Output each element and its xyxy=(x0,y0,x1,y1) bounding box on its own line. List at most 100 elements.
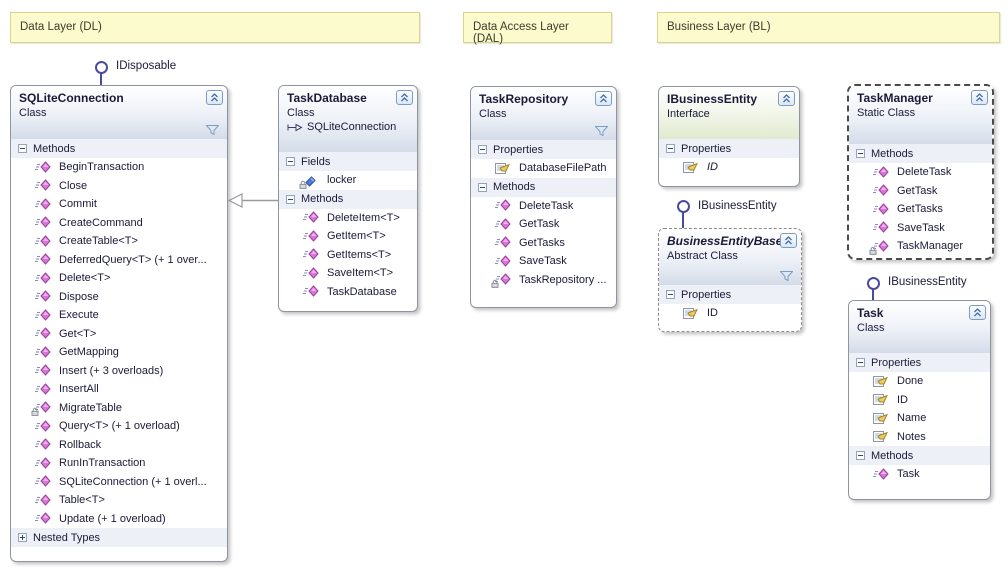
section-label: Properties xyxy=(871,356,922,369)
member-row[interactable]: Close xyxy=(11,177,227,196)
member-row[interactable]: SaveTask xyxy=(471,252,616,271)
expander-minus-icon[interactable] xyxy=(666,290,675,299)
member-row[interactable]: GetTask xyxy=(471,215,616,234)
class-box-businessentitybase[interactable]: BusinessEntityBase Abstract Class Proper… xyxy=(658,228,802,332)
member-row[interactable]: Name xyxy=(849,409,990,428)
member-row[interactable]: Task xyxy=(849,465,990,484)
member-row[interactable]: CreateTable<T> xyxy=(11,232,227,251)
member-label: Execute xyxy=(59,309,99,322)
member-row[interactable]: SQLiteConnection (+ 1 overl... xyxy=(11,473,227,492)
collapse-chevron-icon[interactable] xyxy=(206,90,223,105)
method-icon xyxy=(495,199,511,212)
member-row[interactable]: SaveItem<T> xyxy=(279,264,417,283)
member-row[interactable]: GetItems<T> xyxy=(279,246,417,265)
expander-minus-icon[interactable] xyxy=(478,182,487,192)
method-icon xyxy=(873,184,889,197)
expander-plus-icon[interactable] xyxy=(18,533,27,542)
collapse-chevron-icon[interactable] xyxy=(780,233,797,248)
section-header-fields: Fields xyxy=(279,152,417,171)
expander-minus-icon[interactable] xyxy=(856,358,865,367)
collapse-chevron-icon[interactable] xyxy=(595,91,612,106)
comment-note-data-access-layer[interactable]: Data Access Layer (DAL) xyxy=(463,12,612,45)
member-row[interactable]: MigrateTable xyxy=(11,399,227,418)
member-row[interactable]: Query<T> (+ 1 overload) xyxy=(11,417,227,436)
member-row[interactable]: Update (+ 1 overload) xyxy=(11,510,227,529)
member-row[interactable]: TaskDatabase xyxy=(279,283,417,302)
member-row[interactable]: DeleteTask xyxy=(471,197,616,216)
interface-kind: Interface xyxy=(667,108,710,120)
expander-minus-icon[interactable] xyxy=(856,451,865,460)
filter-icon[interactable] xyxy=(779,271,794,282)
member-row[interactable]: ID xyxy=(659,158,799,177)
member-row[interactable]: CreateCommand xyxy=(11,214,227,233)
member-row[interactable]: ID xyxy=(659,304,801,323)
member-label: SaveTask xyxy=(519,255,567,268)
expander-minus-icon[interactable] xyxy=(666,144,675,153)
lollipop-label: IBusinessEntity xyxy=(698,200,777,212)
member-row[interactable]: ID xyxy=(849,391,990,410)
member-label: Update (+ 1 overload) xyxy=(59,512,166,525)
member-row[interactable]: DatabaseFilePath xyxy=(471,159,616,178)
expander-minus-icon[interactable] xyxy=(856,149,865,158)
member-row[interactable]: InsertAll xyxy=(11,380,227,399)
section-header-properties: Properties xyxy=(471,140,616,159)
comment-note-business-layer[interactable]: Business Layer (BL) xyxy=(657,12,1000,43)
member-row[interactable]: DeferredQuery<T> (+ 1 over... xyxy=(11,251,227,270)
expander-minus-icon[interactable] xyxy=(286,194,295,204)
member-row[interactable]: Get<T> xyxy=(11,325,227,344)
inheritance-connector[interactable] xyxy=(227,192,278,209)
lollipop-stem xyxy=(682,212,684,228)
member-row[interactable]: Execute xyxy=(11,306,227,325)
member-row[interactable]: Commit xyxy=(11,195,227,214)
collapse-chevron-icon[interactable] xyxy=(969,305,986,320)
member-row[interactable]: GetTasks xyxy=(471,234,616,253)
member-label: DeferredQuery<T> (+ 1 over... xyxy=(59,253,207,266)
member-row[interactable]: GetMapping xyxy=(11,343,227,362)
expander-minus-icon[interactable] xyxy=(286,157,295,166)
member-row[interactable]: locker xyxy=(279,171,417,190)
member-row[interactable]: GetItem<T> xyxy=(279,227,417,246)
member-row[interactable]: Notes xyxy=(849,428,990,447)
member-label: DeleteTask xyxy=(897,166,952,179)
collapse-chevron-icon[interactable] xyxy=(778,91,795,106)
lollipop-label: IDisposable xyxy=(116,60,177,72)
member-row[interactable]: TaskManager xyxy=(849,237,992,256)
section-label: Properties xyxy=(681,288,732,301)
member-label: ID xyxy=(707,161,718,174)
expander-minus-icon[interactable] xyxy=(18,144,27,153)
method-icon xyxy=(35,198,51,211)
member-row[interactable]: Rollback xyxy=(11,436,227,455)
member-row[interactable]: TaskRepository ... xyxy=(471,271,616,290)
member-row[interactable]: DeleteItem<T> xyxy=(279,209,417,228)
member-row[interactable]: Dispose xyxy=(11,288,227,307)
method-icon xyxy=(35,161,51,174)
class-box-taskdatabase[interactable]: TaskDatabase Class SQLiteConnection Fiel… xyxy=(278,85,418,312)
member-label: Done xyxy=(897,375,924,388)
comment-note-data-layer[interactable]: Data Layer (DL) xyxy=(10,12,420,43)
member-row[interactable]: BeginTransaction xyxy=(11,158,227,177)
member-row[interactable]: Table<T> xyxy=(11,491,227,510)
member-row[interactable]: GetTasks xyxy=(849,200,992,219)
filter-icon[interactable] xyxy=(594,126,609,137)
collapse-chevron-icon[interactable] xyxy=(971,90,988,105)
lollipop-stem xyxy=(100,73,102,85)
member-row[interactable]: Done xyxy=(849,372,990,391)
member-row[interactable]: Delete<T> xyxy=(11,269,227,288)
section-header-nested-types: Nested Types xyxy=(11,528,227,547)
member-row[interactable]: RunInTransaction xyxy=(11,454,227,473)
collapse-chevron-icon[interactable] xyxy=(396,90,413,105)
member-row[interactable]: DeleteTask xyxy=(849,163,992,182)
member-row[interactable]: SaveTask xyxy=(849,219,992,238)
member-row[interactable]: GetTask xyxy=(849,182,992,201)
filter-icon[interactable] xyxy=(205,125,220,136)
member-row[interactable]: Insert (+ 3 overloads) xyxy=(11,362,227,381)
method-icon xyxy=(35,290,51,303)
method-icon xyxy=(873,166,889,179)
expander-minus-icon[interactable] xyxy=(478,145,487,154)
